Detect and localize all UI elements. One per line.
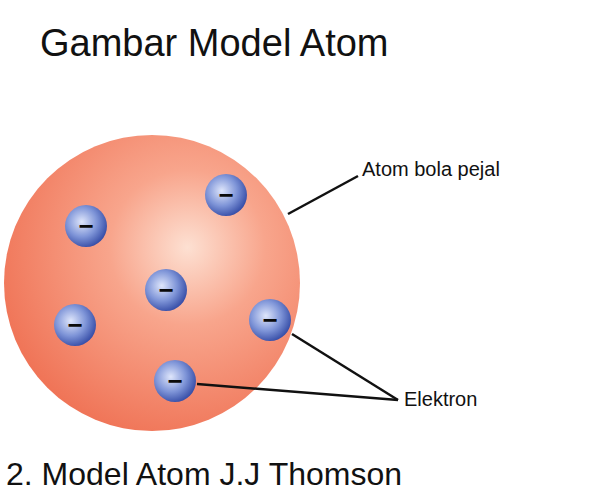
electron-circle <box>145 269 187 311</box>
charge-sign: − <box>144 268 188 312</box>
electron: − <box>144 268 188 312</box>
electron-circle <box>54 304 96 346</box>
charge-sign: − <box>53 303 97 347</box>
electron: − <box>64 204 108 248</box>
leader-line <box>197 384 398 400</box>
title: Gambar Model Atom <box>40 22 388 65</box>
charge-sign: − <box>204 173 248 217</box>
electron-circle <box>205 174 247 216</box>
electron-circle <box>154 360 196 402</box>
electron-circle <box>65 205 107 247</box>
electron: − <box>204 173 248 217</box>
atom-sphere <box>4 135 300 431</box>
charge-sign: − <box>64 204 108 248</box>
electron: − <box>248 298 292 342</box>
charge-sign: − <box>248 298 292 342</box>
atom-label: Atom bola pejal <box>362 158 500 181</box>
electron-label: Elektron <box>404 388 477 411</box>
electron: − <box>153 359 197 403</box>
charge-sign: − <box>153 359 197 403</box>
electron-circle <box>249 299 291 341</box>
leader-line <box>292 334 398 400</box>
electron: − <box>53 303 97 347</box>
leader-line <box>288 176 358 214</box>
caption: 2. Model Atom J.J Thomson <box>6 456 402 493</box>
